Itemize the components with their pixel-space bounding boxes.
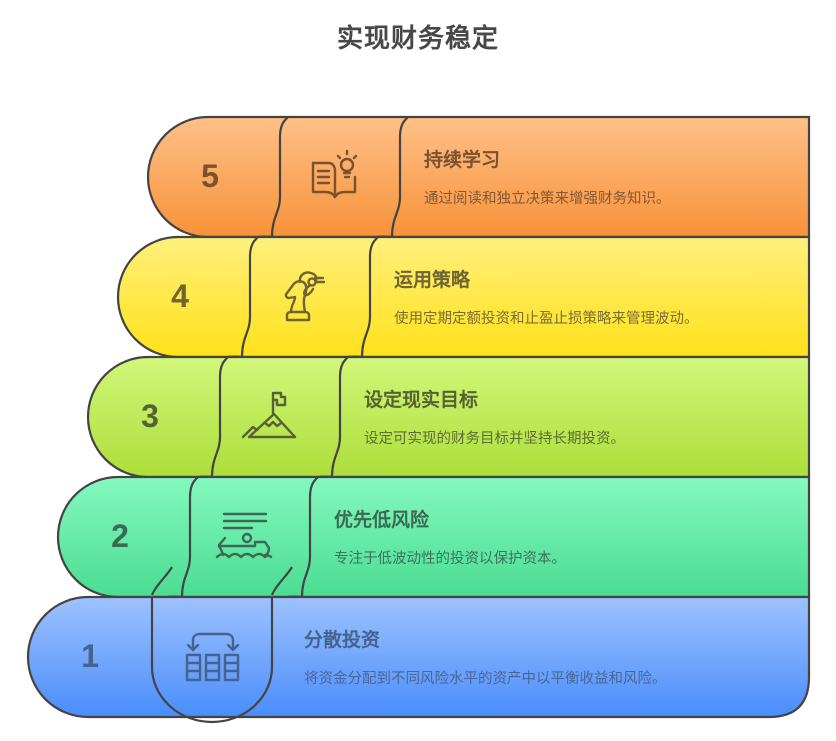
icon-column-divider [150, 597, 274, 724]
step-band-1 [26, 595, 811, 719]
step-text-block: 分散投资将资金分配到不同风险水平的资产中以平衡收益和风险。 [304, 625, 781, 690]
step-description: 专注于低波动性的投资以保护资本。 [334, 551, 566, 567]
step-number: 3 [141, 398, 159, 434]
step-heading: 分散投资 [304, 629, 381, 651]
step-heading: 优先低风险 [334, 509, 430, 531]
chess-knight-strategy-icon [284, 271, 326, 322]
step-text-block: 优先低风险专注于低波动性的投资以保护资本。 [334, 505, 781, 570]
step-number: 2 [111, 518, 129, 554]
book-lightbulb-icon [311, 149, 358, 199]
step-band-5 [146, 115, 811, 239]
step-heading: 设定现实目标 [364, 389, 479, 411]
step-description: 使用定期定额投资和止盈止损策略来管理波动。 [394, 311, 699, 327]
step-text-block: 设定现实目标设定可实现的财务目标并坚持长期投资。 [364, 385, 781, 450]
step-description: 设定可实现的财务目标并坚持长期投资。 [364, 431, 625, 447]
icon-column-divider [270, 116, 289, 238]
step-description: 通过阅读和独立决策来增强财务知识。 [424, 191, 671, 207]
step-description: 将资金分配到不同风险水平的资产中以平衡收益和风险。 [304, 671, 667, 687]
icon-column-divider [390, 116, 409, 238]
calm-boat-icon [215, 512, 273, 559]
icon-column-divider [330, 356, 349, 478]
step-heading: 持续学习 [424, 149, 501, 171]
icon-column-divider [270, 566, 293, 596]
icon-column-divider [360, 236, 379, 358]
icon-column-divider [240, 236, 259, 358]
step-heading: 运用策略 [394, 269, 471, 291]
icon-column-divider [210, 356, 229, 478]
page-title: 实现财务稳定 [336, 24, 499, 54]
step-text-block: 持续学习通过阅读和独立决策来增强财务知识。 [424, 145, 781, 210]
step-band-3 [86, 355, 811, 479]
step-number: 4 [171, 278, 189, 314]
step-text-block: 运用策略使用定期定额投资和止盈止损策略来管理波动。 [394, 265, 781, 330]
step-number: 5 [201, 158, 219, 194]
step-number: 1 [81, 638, 99, 674]
diversify-grid-arrows-icon [185, 632, 240, 682]
icon-column-divider [300, 476, 319, 598]
step-band-4 [116, 235, 811, 359]
step-band-2 [56, 475, 811, 599]
icon-column-divider [150, 566, 173, 596]
mountain-flag-icon [241, 391, 297, 439]
icon-column-divider [180, 476, 199, 598]
